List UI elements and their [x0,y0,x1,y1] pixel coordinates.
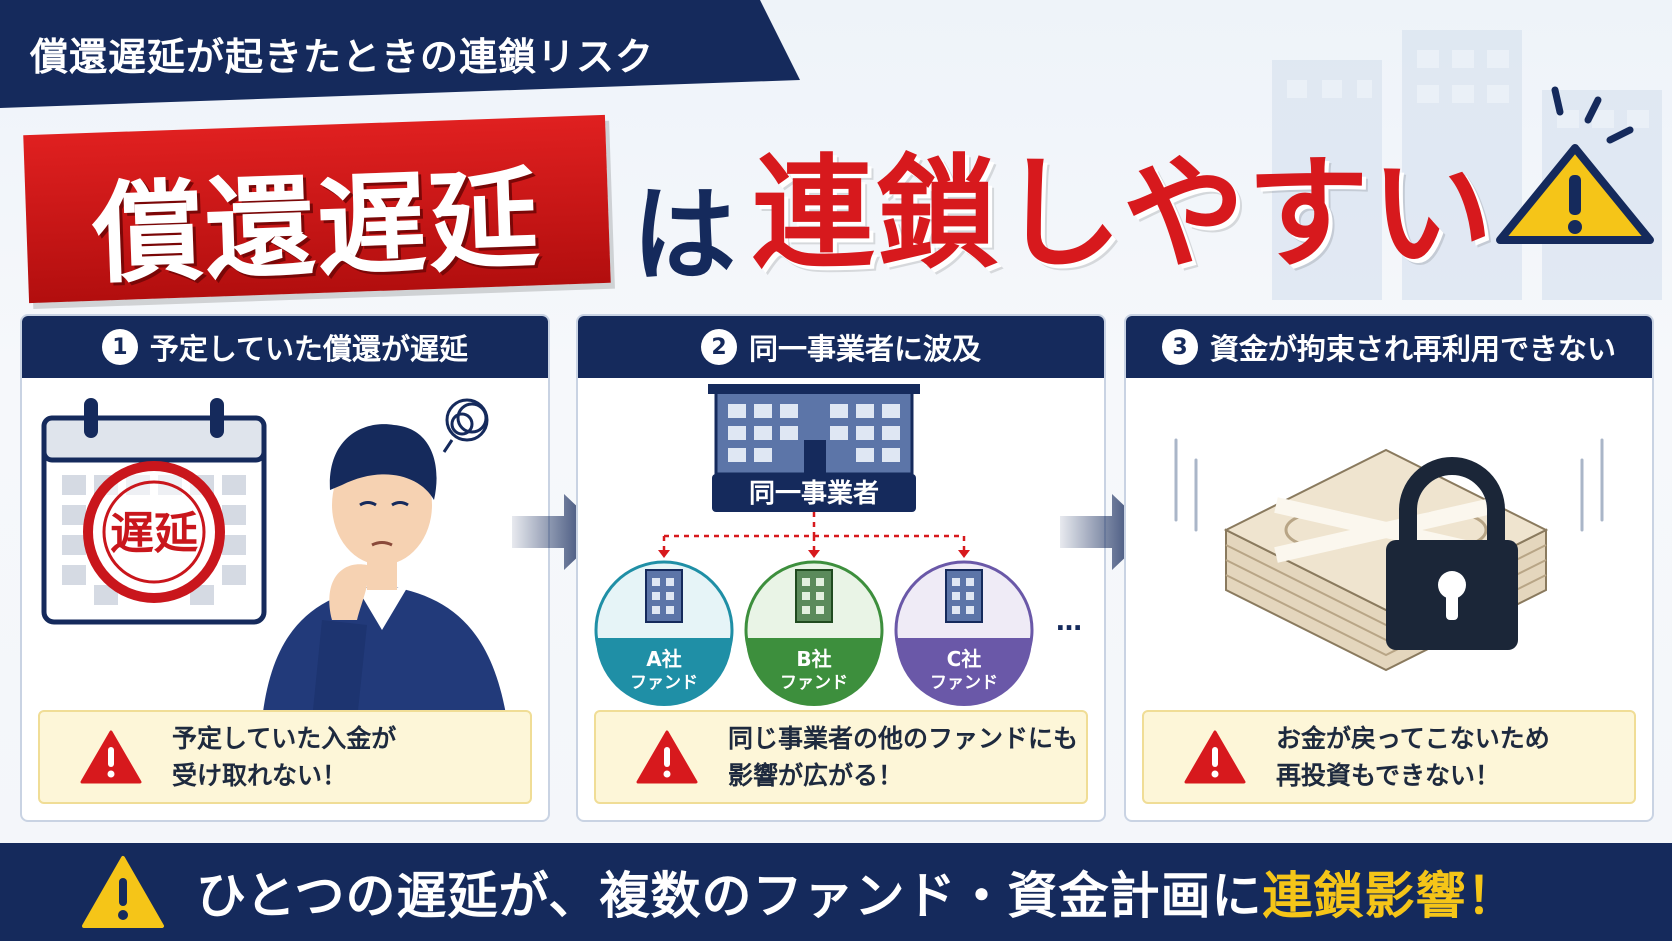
more-funds-ellipsis: … [1056,607,1082,637]
delayed-repayment-illustration: 遅延 [41,398,507,720]
tagline-banner: 償還遅延が起きたときの連鎖リスク [0,0,800,108]
bottom-summary-text: ひとつの遅延が、複数のファンド・資金計画に連鎖影響！ [196,856,1518,928]
step-number-3: 3 [1161,329,1198,365]
step-number-2: 2 [700,329,737,365]
calendar-icon [41,398,267,625]
step-note-3: お金が戻ってこないため 再投資もできない！ [1142,710,1636,804]
headline-emphasis: 連鎖しやすい [752,143,1495,285]
step-note-1: 予定していた入金が 受け取れない！ [38,710,532,804]
stamp-label: 遅延 [110,508,198,559]
bottom-text-main: ひとつの遅延が、複数のファンド・資金計画に [196,867,1263,925]
fund-b-fund: ファンド [780,673,848,693]
lock-icon [1386,457,1518,650]
fund-a-company: A社 [646,647,681,671]
confusion-scribble [442,398,489,453]
fund-a-fund: ファンド [630,673,698,693]
note-2-line-1: 同じ事業者の他のファンドにも [728,723,1079,753]
fund-c: C社 ファンド [894,560,1034,706]
step-title-2: 同一事業者に波及 [748,332,981,366]
bottom-summary-bar: ひとつの遅延が、複数のファンド・資金計画に連鎖影響！ [0,843,1672,941]
step-title-1: 予定していた償還が遅延 [149,332,469,366]
step-header-2: 2 同一事業者に波及 [578,316,1104,378]
tagline-text: 償還遅延が起きたときの連鎖リスク [30,35,655,79]
headline-red-box: 償還遅延 [23,114,611,304]
warning-icon [82,856,164,928]
note-1-line-1: 予定していた入金が [172,723,397,753]
step-card-2: 2 同一事業者に波及 同一事業者 [576,314,1106,822]
operator-label: 同一事業者 [749,479,879,509]
fund-c-fund: ファンド [930,673,998,693]
fund-c-company: C社 [947,647,982,671]
note-1-line-2: 受け取れない！ [172,761,348,790]
locked-money-illustration [1174,438,1604,672]
warning-icon [80,730,142,784]
background-buildings [1272,30,1662,300]
spread-illustration: 同一事業者 A社 ファンド B社 ファンド [594,384,1082,706]
warning-icon [1496,86,1654,244]
fund-b: B社 ファンド [744,560,884,706]
step-header-3: 3 資金が拘束され再利用できない [1126,316,1652,378]
fund-b-company: B社 [796,647,831,671]
warning-icon [636,730,698,784]
warning-icon [1184,730,1246,784]
note-3-line-2: 再投資もできない！ [1276,761,1501,790]
note-3-line-1: お金が戻ってこないため [1276,723,1550,753]
building-icon [708,384,920,476]
step-card-3: 3 資金が拘束され再利用できない [1124,314,1654,822]
step-card-1: 1 予定していた償還が遅延 遅延 [20,314,550,822]
bottom-text-highlight: 連鎖影響！ [1262,867,1518,925]
person-icon [262,424,507,720]
step-header-1: 1 予定していた償還が遅延 [22,316,548,378]
step-note-2: 同じ事業者の他のファンドにも 影響が広がる！ [594,710,1088,804]
note-2-line-2: 影響が広がる！ [728,761,904,790]
step-number-1: 1 [101,329,138,365]
headline-boxed-text: 償還遅延 [90,155,543,299]
step-title-3: 資金が拘束され再利用できない [1209,332,1616,366]
fund-a: A社 ファンド [594,560,734,706]
headline-particle: は [632,174,737,296]
